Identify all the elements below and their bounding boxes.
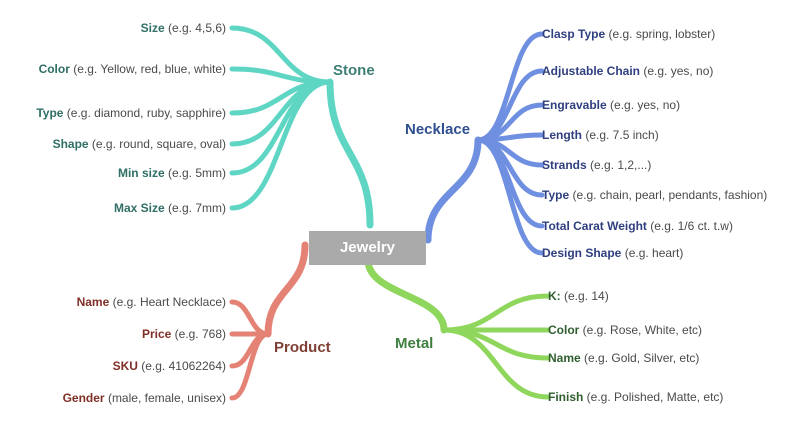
necklace-leaf[interactable]: Type (e.g. chain, pearl, pendants, fashi… [542, 188, 767, 202]
stone-branch-label[interactable]: Stone [333, 62, 375, 79]
product-leaf-link [229, 331, 271, 401]
necklace-leaf[interactable]: Clasp Type (e.g. spring, lobster) [542, 27, 715, 41]
stone-leaf-example: (e.g. round, square, oval) [88, 137, 226, 151]
metal-leaf-key: Color [548, 323, 580, 337]
necklace-leaf[interactable]: Engravable (e.g. yes, no) [542, 98, 680, 112]
stone-leaf-key: Size [140, 21, 165, 35]
metal-leaf-key: Finish [548, 390, 584, 404]
necklace-leaf-key: Clasp Type [542, 27, 606, 41]
necklace-leaf-key: Design Shape [542, 246, 622, 260]
necklace-leaf-example: (e.g. spring, lobster) [605, 27, 716, 41]
product-leaf-key: SKU [112, 359, 138, 373]
metal-leaf-key: K: [548, 289, 561, 303]
product-leaf[interactable]: Price (e.g. 768) [142, 327, 226, 341]
product-leaf-key: Gender [62, 391, 105, 405]
product-leaf-key: Price [141, 327, 172, 341]
metal-trunk-link [364, 256, 448, 334]
necklace-leaf-key: Length [542, 128, 582, 142]
stone-leaf-key: Max Size [113, 201, 165, 215]
stone-leaf-key: Color [38, 62, 70, 76]
stone-leaf[interactable]: Type (e.g. diamond, ruby, sapphire) [36, 106, 226, 120]
metal-leaf[interactable]: Finish (e.g. Polished, Matte, etc) [548, 390, 723, 404]
stone-leaf[interactable]: Max Size (e.g. 7mm) [114, 201, 226, 215]
product-leaf[interactable]: SKU (e.g. 41062264) [113, 359, 226, 373]
necklace-leaf-link [475, 137, 545, 256]
necklace-leaf-example: (e.g. 1/6 ct. t.w) [646, 219, 733, 233]
stone-leaf-example: (e.g. 7mm) [164, 201, 226, 215]
stone-leaf-example: (e.g. 5mm) [164, 166, 226, 180]
stone-leaf-link [229, 79, 333, 211]
stone-leaf-link [229, 66, 333, 85]
product-leaf[interactable]: Gender (male, female, unisex) [63, 391, 226, 405]
necklace-leaf-example: (e.g. chain, pearl, pendants, fashion) [569, 188, 768, 202]
product-trunk-link [264, 241, 309, 338]
stone-leaf-key: Min size [117, 166, 165, 180]
product-leaf-link [229, 299, 271, 337]
necklace-leaf-key: Adjustable Chain [542, 64, 641, 78]
necklace-leaf-key: Total Carat Weight [542, 219, 647, 233]
stone-leaf-key: Shape [52, 137, 89, 151]
metal-leaf[interactable]: Color (e.g. Rose, White, etc) [548, 323, 702, 337]
metal-leaf-example: (e.g. Polished, Matte, etc) [583, 390, 724, 404]
product-leaf[interactable]: Name (e.g. Heart Necklace) [77, 295, 226, 309]
necklace-leaf-example: (e.g. yes, no) [640, 64, 714, 78]
necklace-leaf-example: (e.g. 1,2,...) [586, 158, 652, 172]
metal-leaf[interactable]: K: (e.g. 14) [548, 289, 609, 303]
root-node[interactable]: Jewelry [309, 231, 426, 265]
metal-branch-label[interactable]: Metal [395, 335, 434, 352]
necklace-leaf-example: (e.g. 7.5 inch) [582, 128, 659, 142]
necklace-leaf[interactable]: Adjustable Chain (e.g. yes, no) [542, 64, 713, 78]
product-leaf-example: (e.g. 41062264) [137, 359, 226, 373]
stone-leaf-example: (e.g. 4,5,6) [164, 21, 226, 35]
metal-leaf-example: (e.g. Rose, White, etc) [579, 323, 703, 337]
product-branch-label[interactable]: Product [274, 339, 331, 356]
necklace-leaf-example: (e.g. heart) [621, 246, 684, 260]
metal-leaf-link [441, 293, 551, 333]
stone-leaf[interactable]: Min size (e.g. 5mm) [118, 166, 226, 180]
metal-leaf-key: Name [548, 351, 581, 365]
necklace-leaf-key: Engravable [542, 98, 607, 112]
product-leaf-example: (male, female, unisex) [104, 391, 226, 405]
stone-leaf-key: Type [36, 106, 64, 120]
necklace-branch-label[interactable]: Necklace [405, 121, 471, 138]
necklace-leaf[interactable]: Strands (e.g. 1,2,...) [542, 158, 651, 172]
metal-leaf[interactable]: Name (e.g. Gold, Silver, etc) [548, 351, 699, 365]
necklace-leaf-example: (e.g. yes, no) [606, 98, 681, 112]
stone-leaf-example: (e.g. diamond, ruby, sapphire) [63, 106, 226, 120]
metal-leaf-example: (e.g. 14) [560, 289, 609, 303]
necklace-leaf[interactable]: Length (e.g. 7.5 inch) [542, 128, 659, 142]
product-leaf-example: (e.g. 768) [171, 327, 226, 341]
stone-leaf[interactable]: Shape (e.g. round, square, oval) [53, 137, 226, 151]
stone-leaf-example: (e.g. Yellow, red, blue, white) [69, 62, 226, 76]
necklace-leaf[interactable]: Total Carat Weight (e.g. 1/6 ct. t.w) [542, 219, 733, 233]
stone-leaf[interactable]: Color (e.g. Yellow, red, blue, white) [39, 62, 226, 76]
necklace-leaf-key: Strands [542, 158, 587, 172]
stone-leaf[interactable]: Size (e.g. 4,5,6) [141, 21, 226, 35]
necklace-trunk-link [424, 136, 482, 244]
necklace-leaf[interactable]: Design Shape (e.g. heart) [542, 246, 683, 260]
product-leaf-example: (e.g. Heart Necklace) [109, 295, 226, 309]
metal-leaf-link [441, 327, 551, 400]
necklace-leaf-key: Type [542, 188, 570, 202]
stone-trunk-link [326, 78, 374, 229]
product-leaf-key: Name [76, 295, 110, 309]
metal-leaf-example: (e.g. Gold, Silver, etc) [580, 351, 700, 365]
